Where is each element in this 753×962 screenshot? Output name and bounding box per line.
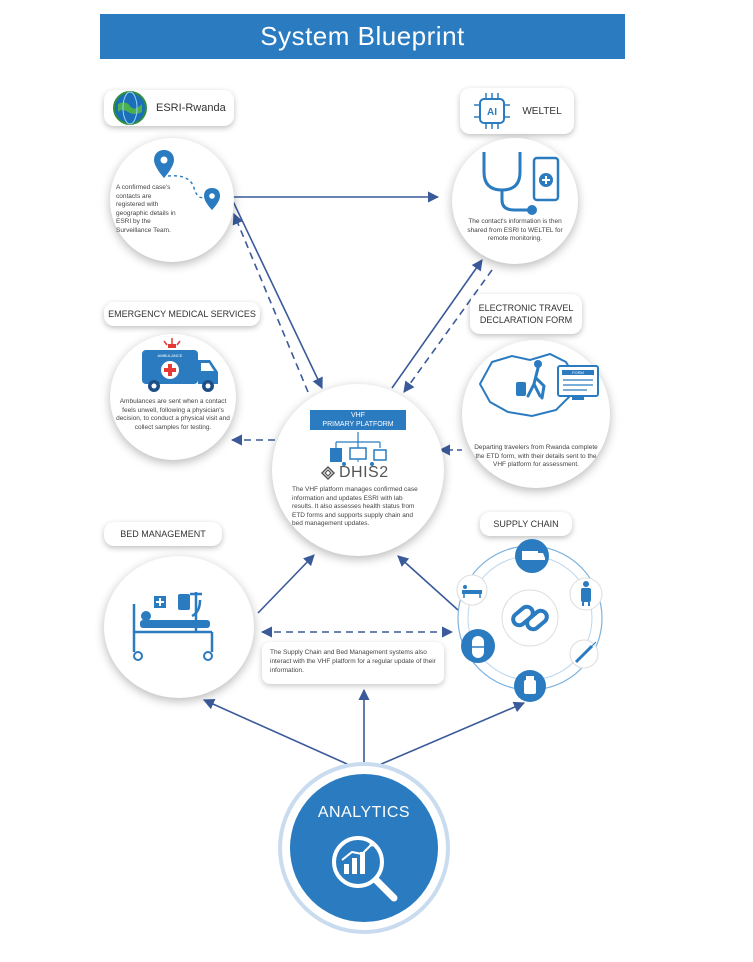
chain-link-icon bbox=[501, 589, 559, 647]
analytics-label: ANALYTICS bbox=[317, 804, 411, 821]
etd-tag: ELECTRONIC TRAVEL DECLARATION FORM bbox=[470, 294, 582, 334]
bed-tag: BED MANAGEMENT bbox=[104, 522, 222, 546]
bed-node bbox=[104, 556, 254, 698]
stretcher-icon bbox=[456, 574, 488, 606]
weltel-node: The contact's information is then shared… bbox=[452, 138, 578, 264]
analytics-node: ANALYTICS bbox=[278, 762, 450, 934]
etd-node: FORM Departing travelers from Rwanda com… bbox=[462, 340, 610, 488]
etd-label-line1: ELECTRONIC TRAVEL bbox=[478, 303, 574, 313]
page-title: System Blueprint bbox=[100, 14, 625, 59]
vhf-node: VHF PRIMARY PLATFORM DHIS2 The VHF platf… bbox=[272, 384, 444, 556]
vhf-label-line2: PRIMARY PLATFORM bbox=[322, 421, 394, 428]
supply-chain-cluster bbox=[456, 539, 603, 702]
form-icon-text: FORM bbox=[572, 370, 584, 375]
weltel-description: The contact's information is then shared… bbox=[467, 218, 563, 242]
vhf-header: VHF PRIMARY PLATFORM bbox=[310, 410, 406, 430]
network-icon bbox=[330, 432, 387, 466]
vhf-label-line1: VHF bbox=[351, 412, 365, 419]
worker-icon bbox=[569, 577, 603, 611]
supply-tag: SUPPLY CHAIN bbox=[480, 512, 572, 536]
traveler-map-icon: FORM bbox=[478, 352, 599, 418]
van-icon bbox=[515, 539, 549, 573]
hospital-bed-icon bbox=[132, 592, 214, 661]
globe-icon bbox=[113, 91, 147, 125]
location-pin-icon bbox=[154, 150, 220, 210]
ems-description: Ambulances are sent when a contact feels… bbox=[116, 398, 230, 431]
magnifier-chart-icon bbox=[332, 836, 398, 902]
ems-tag: EMERGENCY MEDICAL SERVICES bbox=[104, 302, 260, 326]
stethoscope-phone-icon bbox=[482, 152, 560, 215]
weltel-label: WELTEL bbox=[522, 105, 562, 117]
bed-label: BED MANAGEMENT bbox=[120, 529, 206, 539]
dhis2-text: DHIS2 bbox=[339, 464, 389, 481]
weltel-tag: AI WELTEL bbox=[460, 88, 574, 134]
dhis2-logo: DHIS2 bbox=[320, 464, 400, 482]
vhf-description: The VHF platform manages confirmed case … bbox=[292, 486, 418, 527]
etd-description: Departing travelers from Rwanda complete… bbox=[474, 444, 598, 468]
ai-icon-text: AI bbox=[487, 107, 497, 118]
esri-node: A confirmed case's contacts are register… bbox=[110, 138, 234, 262]
medicine-bottle-icon bbox=[514, 670, 546, 702]
ambulance-icon: AMBULANCE bbox=[142, 338, 218, 392]
etd-label-line2: DECLARATION FORM bbox=[479, 315, 573, 325]
ai-brain-icon: AI bbox=[474, 93, 511, 129]
ems-node: AMBULANCE Ambulances are sent when a con… bbox=[110, 334, 236, 460]
syringe-icon bbox=[569, 639, 599, 669]
esri-tag: ESRI-Rwanda bbox=[104, 90, 234, 126]
pill-icon bbox=[461, 629, 495, 663]
esri-description: A confirmed case's contacts are register… bbox=[116, 184, 176, 234]
ems-label: EMERGENCY MEDICAL SERVICES bbox=[108, 309, 256, 319]
supply-label: SUPPLY CHAIN bbox=[493, 519, 559, 529]
esri-label: ESRI-Rwanda bbox=[156, 102, 226, 114]
integration-note: The Supply Chain and Bed Management syst… bbox=[262, 642, 444, 684]
ambulance-text: AMBULANCE bbox=[158, 353, 183, 358]
dhis2-mark-icon bbox=[320, 465, 336, 481]
